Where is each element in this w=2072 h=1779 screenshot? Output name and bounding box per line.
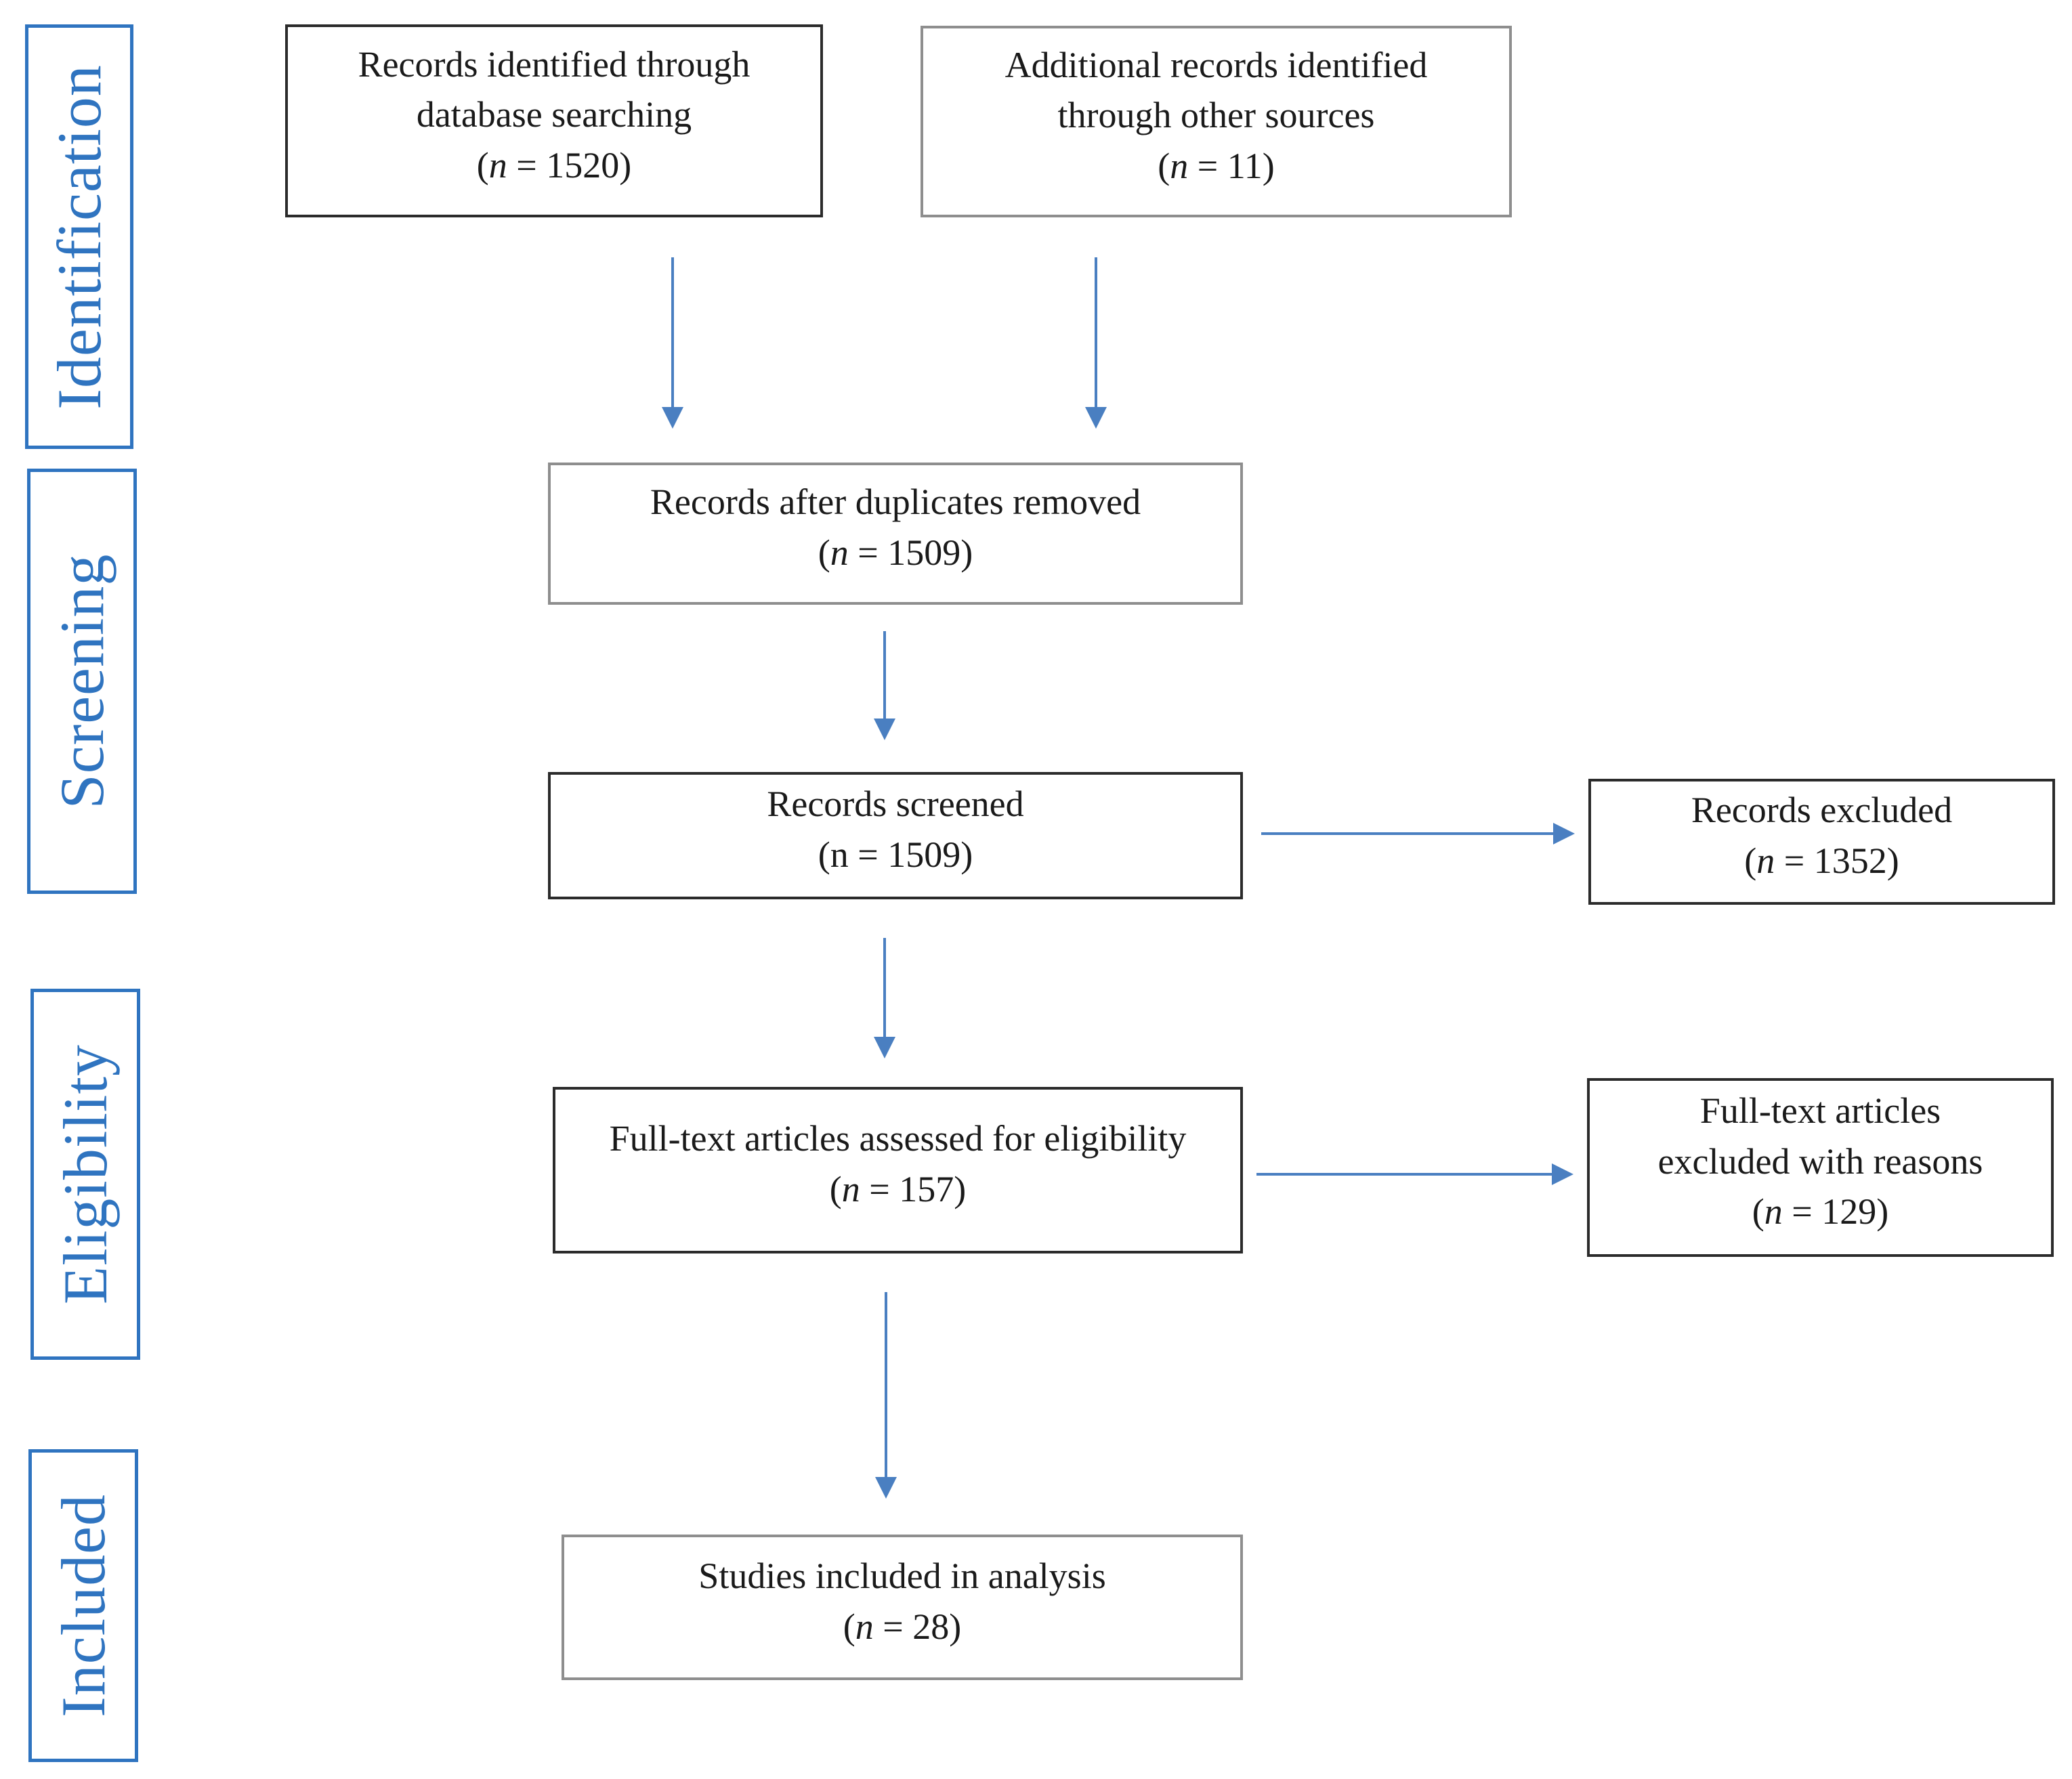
node-database-search: Records identified through database sear…: [285, 24, 823, 217]
stage-included: Included: [28, 1449, 138, 1762]
node-fulltext-excluded: Full-text articles excluded with reasons…: [1587, 1078, 2054, 1257]
stage-eligibility-label: Eligibility: [51, 1044, 120, 1305]
stage-eligibility: Eligibility: [30, 989, 140, 1360]
node-fulltext-excluded-line-1: Full-text articles: [1699, 1090, 1941, 1132]
node-records-excluded-count: (n = 1352): [1744, 840, 1899, 881]
node-deduplicated-count: (n = 1509): [818, 532, 973, 573]
node-records-excluded: Records excluded (n = 1352): [1588, 779, 2055, 905]
node-screened: Records screened (n = 1509): [548, 772, 1243, 899]
stage-identification-label: Identification: [45, 64, 114, 410]
node-studies-included-count: (n = 28): [843, 1606, 962, 1647]
node-records-excluded-line-1: Records excluded: [1691, 790, 1953, 831]
node-database-search-count: (n = 1520): [476, 144, 632, 186]
node-database-search-line-2: database searching: [416, 94, 692, 135]
stage-identification: Identification: [25, 24, 133, 449]
node-fulltext-assessed-line-1: Full-text articles assessed for eligibil…: [609, 1118, 1187, 1159]
node-other-sources-line-1: Additional records identified: [1005, 44, 1428, 85]
node-fulltext-assessed: Full-text articles assessed for eligibil…: [553, 1087, 1243, 1253]
node-other-sources-count: (n = 11): [1158, 145, 1275, 186]
node-screened-count: (n = 1509): [818, 834, 973, 875]
node-studies-included-line-1: Studies included in analysis: [698, 1555, 1106, 1596]
node-studies-included: Studies included in analysis (n = 28): [562, 1535, 1243, 1680]
node-fulltext-excluded-line-2: excluded with reasons: [1657, 1140, 1983, 1182]
node-database-search-line-1: Records identified through: [358, 43, 750, 85]
node-other-sources-line-2: through other sources: [1057, 95, 1375, 136]
stage-screening: Screening: [27, 469, 137, 894]
node-screened-line-1: Records screened: [767, 784, 1024, 825]
stage-included-label: Included: [49, 1494, 118, 1717]
node-fulltext-assessed-count: (n = 157): [829, 1169, 967, 1209]
stage-screening-label: Screening: [47, 553, 117, 809]
node-fulltext-excluded-count: (n = 129): [1752, 1191, 1889, 1233]
node-other-sources: Additional records identified through ot…: [921, 26, 1512, 217]
node-deduplicated-line-1: Records after duplicates removed: [650, 481, 1141, 523]
node-deduplicated: Records after duplicates removed (n = 15…: [548, 463, 1243, 605]
